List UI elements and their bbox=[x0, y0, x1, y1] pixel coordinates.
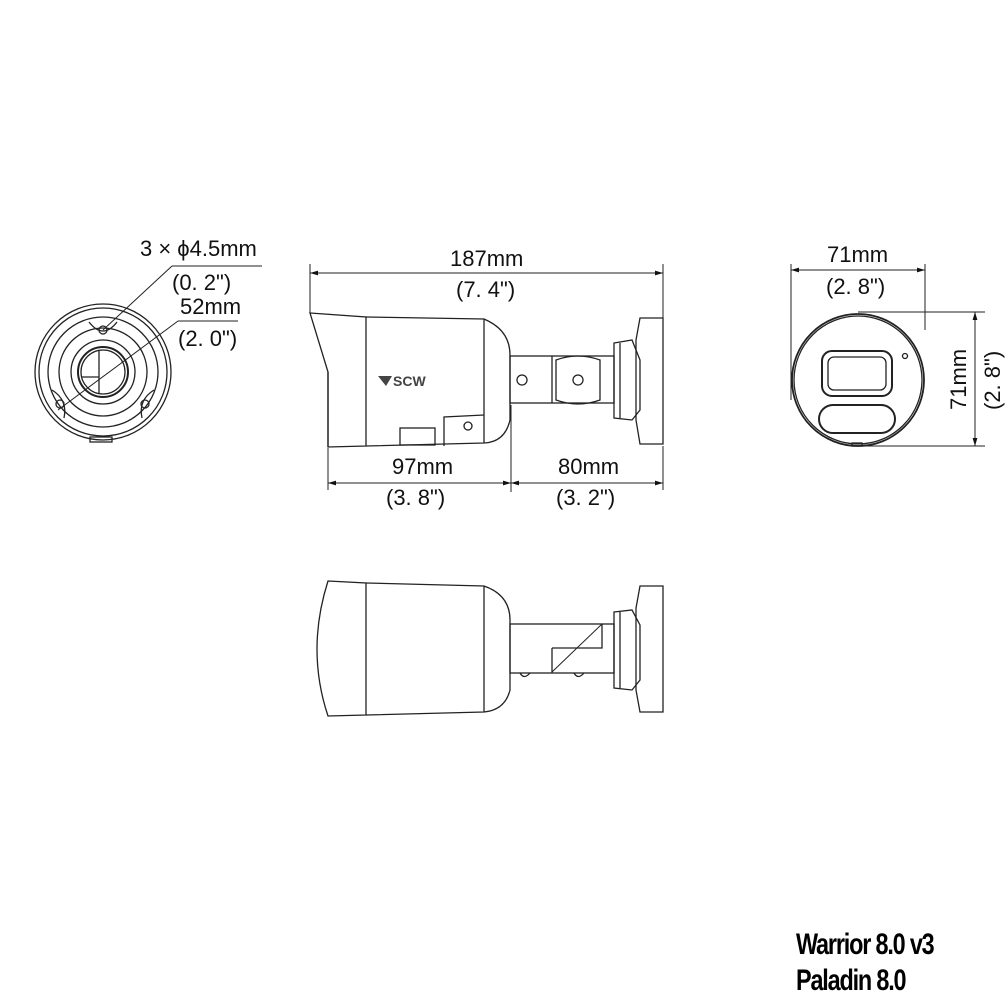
scw-logo: SCW bbox=[378, 373, 426, 389]
front-height-label: 71mm bbox=[946, 349, 971, 410]
pcd-label: 52mm bbox=[180, 294, 241, 319]
hole-diameter-label: 3 × ϕ4.5mm bbox=[140, 236, 257, 261]
front-width-inch-label: (2. 8") bbox=[826, 274, 885, 299]
bracket-length-label: 80mm bbox=[558, 454, 619, 479]
svg-text:SCW: SCW bbox=[393, 373, 426, 389]
mount-base-view bbox=[34, 265, 262, 443]
front-width-label: 71mm bbox=[827, 242, 888, 267]
model-name-1: Warrior 8.0 v3 bbox=[796, 928, 935, 961]
hole-diameter-inch-label: (0. 2") bbox=[172, 270, 231, 295]
bracket-length-inch-label: (3. 2") bbox=[556, 485, 615, 510]
model-name-2: Paladin 8.0 bbox=[796, 964, 907, 997]
bottom-view bbox=[316, 580, 664, 717]
pcd-inch-label: (2. 0") bbox=[178, 326, 237, 351]
overall-length-inch-label: (7. 4") bbox=[456, 277, 515, 302]
body-length-label: 97mm bbox=[392, 454, 453, 479]
front-height-inch-label: (2. 8") bbox=[980, 351, 1005, 410]
side-view bbox=[309, 264, 664, 448]
overall-length-label: 187mm bbox=[450, 246, 523, 271]
body-length-inch-label: (3. 8") bbox=[386, 485, 445, 510]
front-view bbox=[790, 264, 985, 447]
